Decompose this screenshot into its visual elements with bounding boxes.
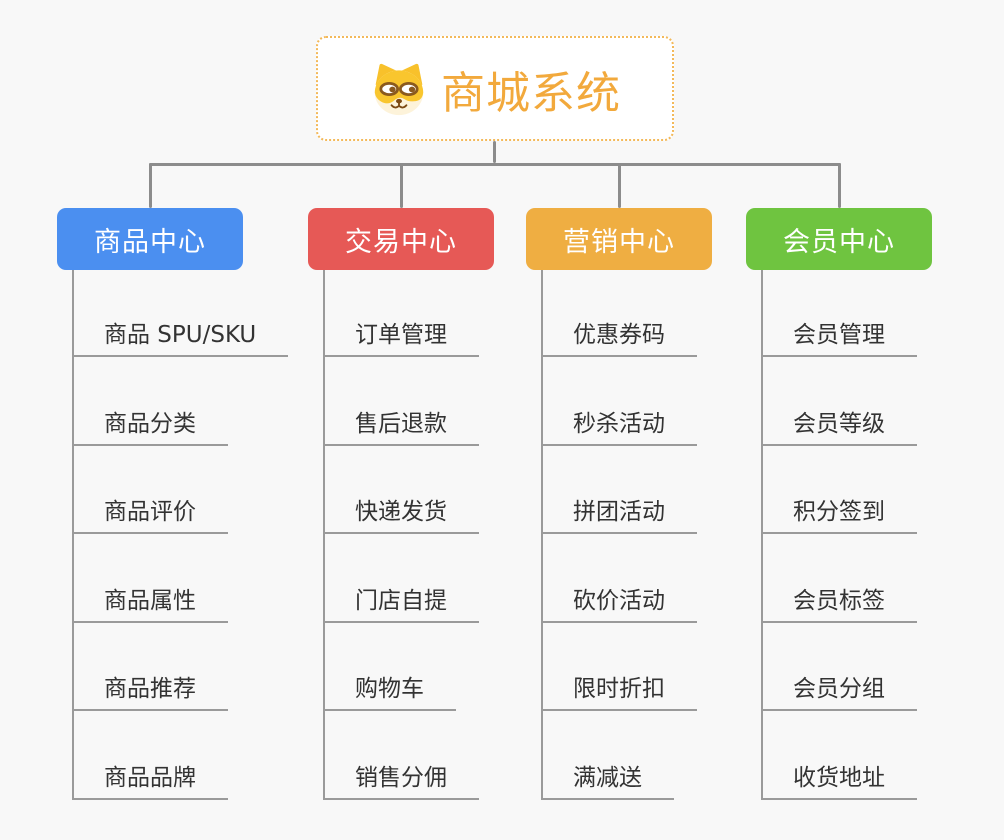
sub-topic[interactable]: 会员分组	[761, 667, 917, 712]
sub-topic-label: 售后退款	[355, 410, 447, 437]
sub-topic-label: 会员标签	[793, 587, 885, 614]
branch-vertical-line	[323, 270, 325, 800]
sub-topic-label: 销售分佣	[355, 765, 447, 791]
sub-topic-label: 满减送	[573, 765, 642, 791]
sub-topic-label: 限时折扣	[573, 676, 665, 703]
shiba-dog-icon	[374, 63, 424, 115]
sub-topic-label: 积分签到	[793, 499, 885, 526]
connector-line	[492, 141, 496, 163]
branch-vertical-line	[72, 270, 74, 800]
sub-topic[interactable]: 商品品牌	[72, 756, 228, 800]
branch-node[interactable]: 交易中心	[308, 208, 494, 270]
branch-vertical-line	[541, 270, 543, 800]
sub-topic-label: 商品分类	[104, 410, 196, 437]
connector-line	[617, 163, 621, 208]
branch-label: 会员中心	[783, 226, 895, 258]
sub-topic[interactable]: 销售分佣	[323, 756, 479, 800]
sub-topic[interactable]: 满减送	[541, 756, 674, 800]
sub-topic-label: 商品属性	[104, 587, 196, 614]
sub-topic[interactable]: 秒杀活动	[541, 402, 697, 446]
branch-label: 交易中心	[345, 226, 457, 258]
connector-line	[837, 163, 841, 208]
sub-topic-label: 拼团活动	[573, 499, 665, 526]
sub-topic[interactable]: 购物车	[323, 667, 456, 712]
sub-topic[interactable]: 商品 SPU/SKU	[72, 313, 289, 357]
sub-topic-label: 优惠券码	[573, 322, 665, 348]
sub-topic-label: 商品品牌	[104, 765, 196, 791]
sub-topic[interactable]: 收货地址	[761, 756, 917, 800]
sub-topic[interactable]: 会员标签	[761, 579, 917, 623]
sub-topic[interactable]: 优惠券码	[541, 313, 697, 357]
sub-topic[interactable]: 商品评价	[72, 490, 228, 535]
sub-topic[interactable]: 订单管理	[323, 313, 479, 357]
connector-line	[148, 163, 841, 166]
sub-topic[interactable]: 售后退款	[323, 402, 479, 446]
sub-topic[interactable]: 门店自提	[323, 579, 479, 623]
sub-topic-label: 砍价活动	[573, 587, 665, 614]
branch-vertical-line	[761, 270, 763, 800]
branch-node[interactable]: 营销中心	[526, 208, 712, 270]
sub-topic[interactable]: 积分签到	[761, 490, 917, 535]
sub-topic[interactable]: 商品分类	[72, 402, 228, 446]
sub-topic[interactable]: 商品推荐	[72, 667, 228, 712]
sub-topic[interactable]: 拼团活动	[541, 490, 697, 535]
branch-label: 商品中心	[94, 226, 206, 258]
root-node[interactable]: 商城系统	[316, 36, 674, 141]
branch-node[interactable]: 会员中心	[746, 208, 932, 270]
sub-topic[interactable]: 限时折扣	[541, 667, 697, 712]
sub-topic[interactable]: 快递发货	[323, 490, 479, 535]
sub-topic-label: 订单管理	[355, 322, 447, 348]
sub-topic[interactable]: 会员等级	[761, 402, 917, 446]
branch-node[interactable]: 商品中心	[57, 208, 243, 270]
sub-topic-label: 会员管理	[793, 322, 885, 348]
branch-label: 营销中心	[563, 226, 675, 258]
connector-line	[148, 163, 152, 208]
sub-topic-label: 购物车	[355, 676, 424, 703]
sub-topic-label: 会员等级	[793, 410, 885, 437]
sub-topic[interactable]: 商品属性	[72, 579, 228, 623]
sub-topic-label: 商品评价	[104, 499, 196, 526]
sub-topic[interactable]: 砍价活动	[541, 579, 697, 623]
sub-topic-label: 秒杀活动	[573, 410, 665, 437]
sub-topic-label: 商品推荐	[104, 676, 196, 703]
sub-topic-label: 收货地址	[793, 765, 885, 791]
root-title: 商城系统	[441, 67, 621, 119]
sub-topic-label: 快递发货	[355, 499, 447, 526]
sub-topic-label: 门店自提	[355, 587, 447, 614]
sub-topic-label: 会员分组	[793, 676, 885, 703]
sub-topic-label: 商品 SPU/SKU	[104, 322, 257, 348]
sub-topic[interactable]: 会员管理	[761, 313, 917, 357]
connector-line	[399, 163, 403, 208]
